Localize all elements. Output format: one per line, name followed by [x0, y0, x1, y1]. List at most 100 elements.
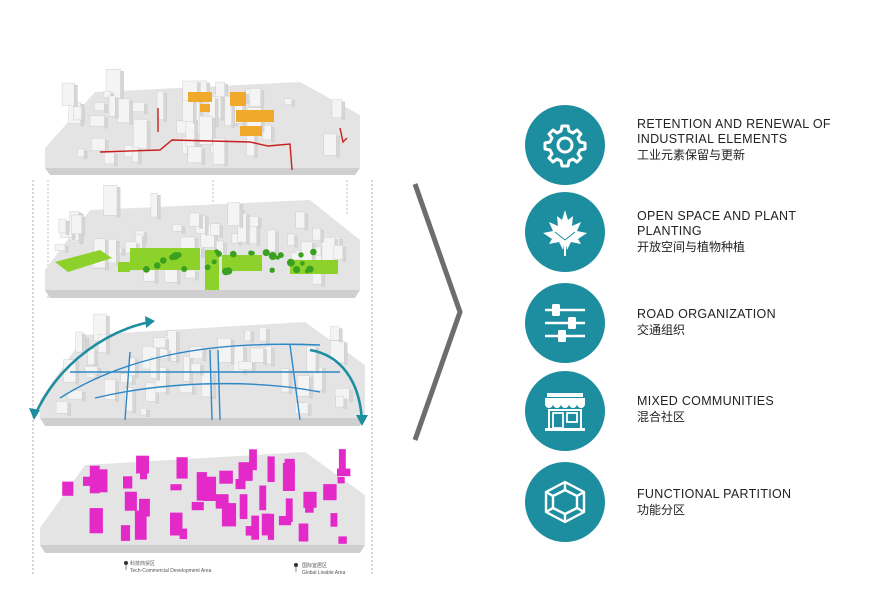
tree	[175, 252, 182, 258]
building-side	[349, 390, 353, 403]
building-block	[108, 238, 117, 264]
tree	[300, 261, 305, 266]
cube-wireframe-icon	[525, 462, 605, 542]
feature-zh-label: 交通组织	[637, 323, 686, 337]
city-layers-illustration: 科技商贸区 Tech-Commercial Development Area 国…	[29, 68, 373, 576]
tree	[298, 252, 304, 258]
magenta-building-block	[120, 525, 131, 541]
sliders-icon	[525, 283, 605, 363]
magenta-building-block	[261, 513, 271, 536]
magenta-building-block	[62, 481, 74, 496]
maple-leaf-icon	[525, 192, 605, 272]
building-side	[81, 216, 86, 236]
building-side	[115, 97, 119, 119]
building-side	[275, 231, 279, 254]
building-side	[339, 328, 343, 343]
magenta-building-block	[170, 484, 182, 491]
building-block	[84, 366, 98, 375]
magenta-building-block	[239, 494, 248, 520]
magenta-building-block	[179, 528, 188, 540]
building-block	[295, 211, 306, 229]
building-block	[104, 379, 116, 400]
feature-en-label: FUNCTIONAL PARTITION	[637, 487, 792, 501]
magenta-building-block	[170, 512, 183, 536]
building-side	[131, 375, 136, 385]
building-side	[341, 101, 346, 120]
building-block	[150, 192, 158, 218]
building-side	[202, 348, 207, 362]
building-side	[75, 361, 80, 385]
building-side	[74, 84, 78, 108]
feature-zh-label: 混合社区	[637, 410, 686, 424]
building-block	[267, 229, 276, 252]
tree	[214, 249, 219, 254]
building-side	[219, 225, 224, 238]
building-block	[172, 224, 183, 232]
building-side	[342, 247, 347, 262]
magenta-building-block	[278, 516, 292, 526]
building-side	[67, 403, 71, 416]
building-block	[331, 99, 343, 118]
feature-item-communities: MIXED COMMUNITIES 混合社区	[525, 371, 865, 451]
building-block	[187, 146, 203, 163]
building-side	[199, 214, 203, 229]
building-block	[287, 233, 295, 246]
building-block	[312, 228, 322, 241]
tree	[181, 266, 188, 272]
building-side	[343, 398, 347, 410]
building-side	[65, 220, 70, 236]
building-side	[121, 248, 126, 256]
building-side	[220, 95, 225, 121]
building-block	[133, 119, 148, 149]
building-side	[294, 235, 298, 248]
building-side	[260, 90, 265, 109]
building-side	[104, 117, 108, 129]
building-side	[104, 104, 108, 113]
building-side	[192, 386, 196, 395]
building-side	[224, 140, 229, 167]
tree	[277, 252, 284, 259]
building-side	[266, 329, 270, 344]
feature-en-label: RETENTION AND RENEWAL OF INDUSTRIAL ELEM…	[637, 117, 831, 146]
building-block	[77, 148, 85, 157]
tree	[169, 254, 176, 261]
building-side	[94, 350, 98, 367]
magenta-building-block	[330, 513, 338, 527]
arrow-head-left-top	[145, 316, 155, 328]
building-side	[146, 121, 151, 151]
building-side	[245, 94, 249, 104]
building-side	[309, 377, 313, 399]
building-block	[189, 346, 204, 360]
teal-arrows	[33, 320, 364, 423]
building-side	[201, 148, 206, 165]
feature-en-label: OPEN SPACE AND PLANT PLANTING	[637, 209, 797, 238]
building-block	[244, 330, 252, 341]
gear-icon	[525, 105, 605, 185]
magenta-building-block	[338, 449, 346, 471]
building-side	[116, 240, 120, 266]
building-block	[149, 357, 158, 379]
layer-roads	[29, 313, 368, 426]
tree	[286, 258, 295, 267]
magenta-building-block	[136, 455, 149, 474]
building-side	[64, 246, 69, 253]
building-block	[330, 326, 340, 341]
building-side	[336, 135, 340, 158]
magenta-building-block	[191, 501, 204, 511]
tree	[160, 257, 167, 264]
building-block	[131, 102, 145, 112]
building-side	[115, 381, 119, 402]
tree	[293, 266, 301, 274]
building-side	[315, 347, 320, 374]
magenta-building-block	[303, 491, 317, 508]
magenta-building-block	[215, 494, 229, 509]
building-block	[259, 327, 267, 342]
building-block	[188, 212, 200, 227]
tree	[154, 262, 161, 269]
building-block	[217, 338, 232, 363]
magenta-building-block	[123, 476, 133, 489]
building-side	[204, 216, 209, 236]
building-side	[181, 226, 186, 234]
building-block	[183, 356, 190, 382]
building-side	[263, 349, 267, 365]
